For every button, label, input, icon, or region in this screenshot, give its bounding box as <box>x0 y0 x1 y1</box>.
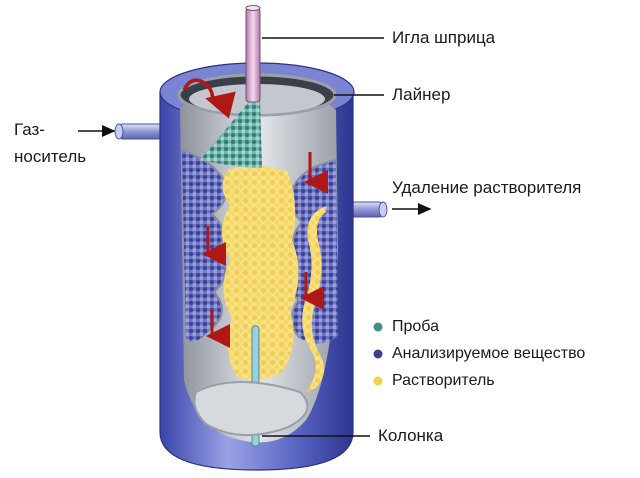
needle-label: Игла шприца <box>392 28 496 47</box>
liner-wall-left <box>181 149 228 342</box>
callout-lines <box>78 37 432 437</box>
legend-label-analyte: Анализируемое вещество <box>392 345 586 362</box>
sample-particles <box>200 98 262 168</box>
carrier-gas-label-line2: носитель <box>14 147 87 166</box>
legend-markers <box>373 322 383 386</box>
legend-dot-solvent <box>373 376 383 386</box>
liner-bottom <box>193 381 309 437</box>
syringe-needle <box>245 5 261 103</box>
legend-dot-sample <box>373 322 383 332</box>
legend-label-solvent: Растворитель <box>392 372 495 389</box>
liner-label: Лайнер <box>392 85 451 104</box>
legend-label-sample: Проба <box>392 318 439 335</box>
flow-arrows <box>182 78 328 348</box>
legend-dot-analyte <box>373 349 383 359</box>
column-label: Колонка <box>378 426 444 445</box>
carrier-gas-label-line1: Газ- <box>14 120 45 139</box>
solvent-removal-label: Удаление растворителя <box>392 178 582 197</box>
